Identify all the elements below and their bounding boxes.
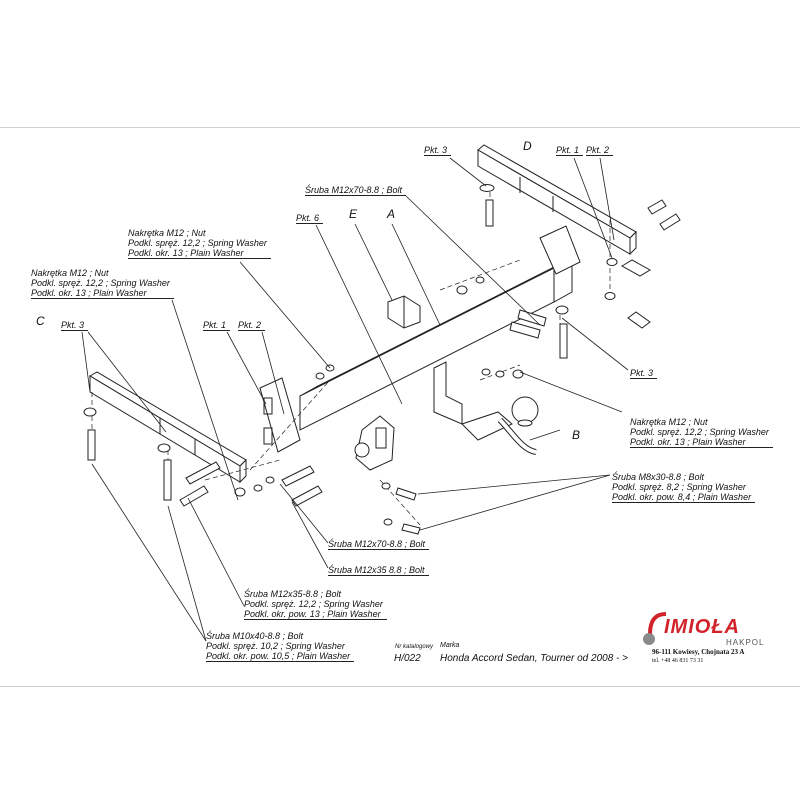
bracket-c [89,371,247,484]
company-address: 96-111 Kowiesy, Chojnata 23 A [652,648,745,656]
tow-ball [511,396,539,424]
bolts [87,199,681,535]
callout-line: Podkl. spręż. 10,2 ; Spring Washer [206,641,345,651]
pkt-1-top: Pkt. 1 [556,145,584,156]
callout-nut-left: Nakrętka M12 ; Nut Podkl. spręż. 12,2 ; … [31,268,174,299]
pkt-6: Pkt. 6 [296,213,324,224]
callout-line: Podkl. okr. pow. 10,5 ; Plain Washer [206,651,351,661]
pkt-2-top: Pkt. 2 [586,145,614,156]
leader-lines [81,157,629,642]
callout-line: Nakrętka M12 ; Nut [630,417,708,427]
callout-line: Podkl. okr. pow. 8,4 ; Plain Washer [612,492,752,502]
washers-and-nuts [83,184,618,526]
separator-bottom [0,686,800,687]
imiola-logo-mark [643,612,667,645]
callout-line: Nakrętka M12 ; Nut [128,228,206,238]
callout-line: Podkl. spręż. 12,2 ; Spring Washer [630,427,769,437]
callout-line: Podkl. okr. 13 ; Plain Washer [128,248,244,258]
company-phone: tel. +48 46 831 73 31 [652,658,704,664]
callout-line: Nakrętka M12 ; Nut [31,268,109,278]
brand-label: Marka [440,642,460,649]
crossbeam-a [259,225,581,453]
callout-bolt-m12x70-bottom: Śruba M12x70-8.8 ; Bolt [328,539,430,550]
part-letter-c: C [36,314,45,328]
logo-text: IMIOŁA [664,616,740,638]
bracket-d [477,144,637,256]
pkt-3-top: Pkt. 3 [424,145,452,156]
callout-bolt-m12x35: Śruba M12x35-8.8 ; Bolt Podkl. spręż. 12… [244,589,387,620]
callout-line: Podkl. spręż. 12,2 ; Spring Washer [31,278,170,288]
callout-line: Śruba M12x35-8.8 ; Bolt [244,589,342,599]
callout-line: Podkl. okr. 13 ; Plain Washer [31,288,147,298]
ball-mount-assembly [433,361,539,455]
part-letter-d: D [523,139,532,153]
catalog-number: H/022 [394,653,421,664]
callout-nut-right: Nakrętka M12 ; Nut Podkl. spręż. 12,2 ; … [630,417,773,448]
part-letter-b: B [572,428,581,442]
callout-line: Podkl. spręż. 12,2 ; Spring Washer [128,238,267,248]
bracket-e [387,295,421,329]
callout-line: Śruba M8x30-8.8 ; Bolt [612,472,705,482]
callout-bolt-m12x70-top: Śruba M12x70-8.8 ; Bolt [305,185,407,196]
vehicle-model: Honda Accord Sedan, Tourner od 2008 - > [440,653,628,664]
pkt-2-left: Pkt. 2 [238,320,266,331]
callout-bolt-m10: Śruba M10x40-8.8 ; Bolt Podkl. spręż. 10… [206,631,355,662]
callout-bolt-m8: Śruba M8x30-8.8 ; Bolt Podkl. spręż. 8,2… [612,472,756,503]
catalog-label: Nr katalogowy [395,644,434,650]
socket-plate [354,415,395,471]
callout-line: Podkl. spręż. 12,2 ; Spring Washer [244,599,383,609]
separator-top [0,127,800,128]
pkt-1-left: Pkt. 1 [203,320,231,331]
pkt-3-left: Pkt. 3 [61,320,89,331]
logo-subtext: HAKPOL [726,638,765,647]
part-letter-e: E [349,207,358,221]
callout-line: Śruba M10x40-8.8 ; Bolt [206,631,304,641]
callout-line: Podkl. okr. 13 ; Plain Washer [630,437,746,447]
callout-line: Podkl. okr. pow. 13 ; Plain Washer [244,609,381,619]
callout-nut-mid: Nakrętka M12 ; Nut Podkl. spręż. 12,2 ; … [128,228,271,259]
part-letter-a: A [387,207,396,221]
callout-line: Podkl. spręż. 8,2 ; Spring Washer [612,482,746,492]
pkt-3-right: Pkt. 3 [630,368,658,379]
callout-bolt-m12x35-short: Śruba M12x35 8.8 ; Bolt [328,565,429,576]
